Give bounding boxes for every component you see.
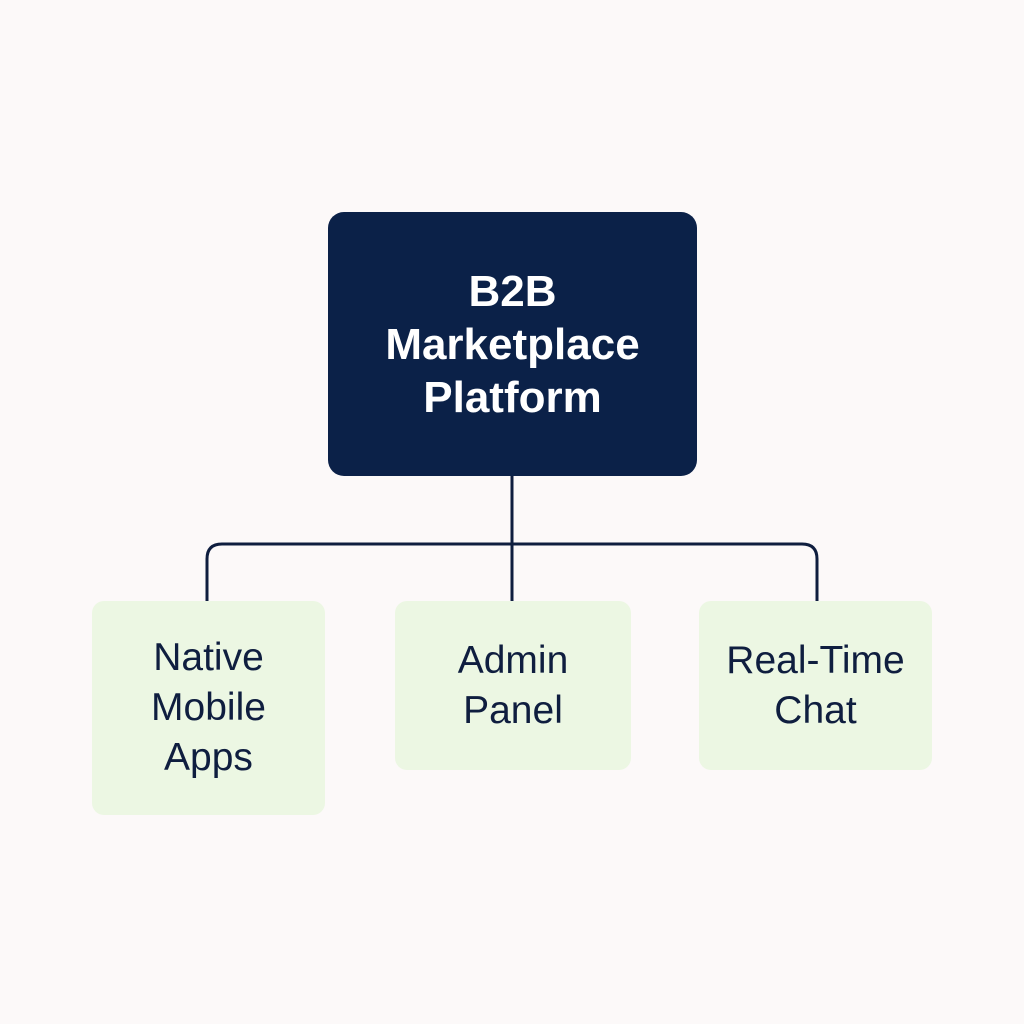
child-node-real-time-chat: Real-Time Chat	[699, 601, 932, 770]
child-node-admin-panel: Admin Panel	[395, 601, 631, 770]
connector-horizontal-bar	[205, 542, 819, 601]
child-node-label: Real-Time Chat	[726, 638, 905, 732]
root-node-label: B2B Marketplace Platform	[385, 266, 640, 422]
child-node-native-mobile-apps: Native Mobile Apps	[92, 601, 325, 815]
child-node-label: Admin Panel	[457, 638, 569, 732]
root-node: B2B Marketplace Platform	[328, 212, 697, 476]
child-node-label: Native Mobile Apps	[151, 636, 266, 779]
